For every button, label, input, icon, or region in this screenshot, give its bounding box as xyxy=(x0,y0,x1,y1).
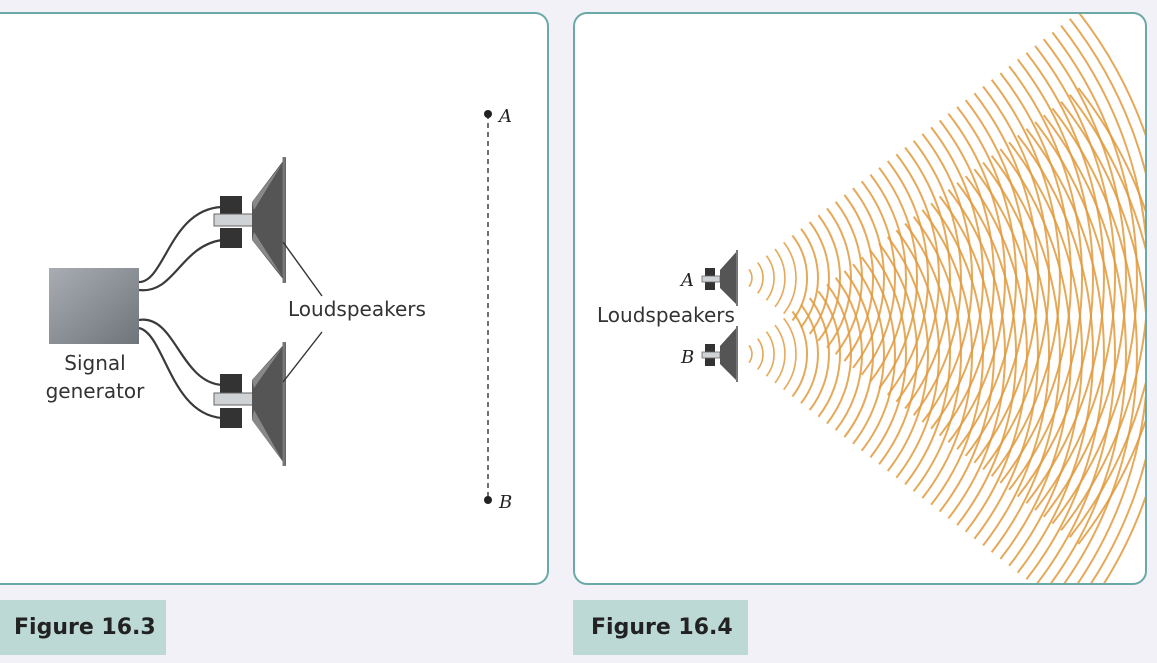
wavefront-arc-b-50 xyxy=(843,270,874,438)
wavefront-arc-b-75 xyxy=(1060,100,1145,583)
loudspeaker-top xyxy=(213,157,286,283)
wavefront-arc-b-72 xyxy=(1034,121,1116,583)
wavefront-arc-b-61 xyxy=(938,195,995,513)
wavefront-arc-b-39 xyxy=(748,344,753,364)
wavefront-arc-b-67 xyxy=(990,155,1061,553)
wavefront-arc-b-57 xyxy=(904,222,952,486)
wavefront-arc-a-7 xyxy=(808,221,830,335)
wavefront-arc-a-26 xyxy=(973,92,1039,464)
wavefront-arc-b-52 xyxy=(860,256,897,452)
wavefront-arc-b-76 xyxy=(1069,94,1145,583)
loudspeaker-leader-lines xyxy=(282,241,323,383)
speaker-a xyxy=(701,250,738,306)
point-a-label: A xyxy=(497,106,512,127)
wavefront-arc-a-34 xyxy=(1042,38,1127,518)
speaker-b xyxy=(701,326,738,382)
wavefront-arc-b-66 xyxy=(982,161,1050,547)
wavefront-arc-a-14 xyxy=(869,173,907,383)
signal-generator-label-line1: Signal xyxy=(64,351,125,375)
wavefront-arc-b-77 xyxy=(1077,87,1145,583)
wavefront-arc-a-5 xyxy=(791,234,809,322)
wavefront-arc-b-41 xyxy=(765,331,775,377)
wavefront-arc-a-19 xyxy=(912,140,962,416)
wavefront-arc-a-12 xyxy=(852,187,885,369)
wavefront-arc-b-63 xyxy=(956,182,1017,526)
wavefront-arc-b-53 xyxy=(869,249,907,459)
wavefront-arc-b-64 xyxy=(964,175,1028,533)
wavefront-arc-a-15 xyxy=(878,167,919,389)
wavefront-arc-b-69 xyxy=(1008,141,1084,567)
wavefront-arc-a-35 xyxy=(1051,31,1138,525)
point-b-dot xyxy=(484,496,492,504)
figure-16-4-caption: Figure 16.4 xyxy=(573,600,748,655)
wavefront-arc-a-33 xyxy=(1034,45,1116,511)
signal-generator-box xyxy=(49,268,139,344)
wavefront-arc-a-0 xyxy=(748,268,753,288)
wavefront-arc-a-3 xyxy=(774,248,786,308)
wavefront-arc-a-31 xyxy=(1016,58,1094,498)
figure-16-4-panel: A B Loudspeakers xyxy=(573,12,1147,585)
wavefront-arc-b-49 xyxy=(834,277,863,431)
wavefront-arc-b-42 xyxy=(774,324,786,384)
wavefront-arc-b-70 xyxy=(1016,134,1094,574)
wavefront-arc-b-68 xyxy=(999,148,1072,560)
wavefront-arc-a-25 xyxy=(964,99,1028,457)
loudspeakers-label: Loudspeakers xyxy=(288,297,426,321)
signal-cables xyxy=(138,205,223,420)
point-b-label: B xyxy=(498,492,512,513)
speaker-a-label: A xyxy=(679,270,694,291)
wavefront-arc-b-73 xyxy=(1042,114,1127,583)
wavefront-arc-b-44 xyxy=(791,310,809,398)
wavefront-arc-a-30 xyxy=(1008,65,1084,491)
wavefront-arc-b-40 xyxy=(757,338,764,370)
wavefront-arc-a-6 xyxy=(800,228,819,328)
figure-16-4-diagram: A B Loudspeakers xyxy=(597,14,1145,583)
wavefront-arc-b-55 xyxy=(886,236,929,472)
loudspeakers-label-2: Loudspeakers xyxy=(597,303,735,327)
interference-waves xyxy=(748,14,1145,583)
wavefront-arc-b-51 xyxy=(852,263,885,445)
wavefront-arc-b-56 xyxy=(895,229,940,479)
figure-16-3-caption: Figure 16.3 xyxy=(0,600,166,655)
wavefront-arc-a-32 xyxy=(1025,52,1105,504)
wavefront-arc-b-62 xyxy=(947,188,1006,520)
wavefront-arc-b-74 xyxy=(1051,107,1138,583)
speaker-b-label: B xyxy=(680,347,694,368)
wavefront-arc-a-13 xyxy=(860,180,897,376)
point-a-dot xyxy=(484,110,492,118)
wavefront-arc-a-11 xyxy=(843,194,874,362)
wavefront-arc-a-28 xyxy=(990,79,1061,477)
wavefront-arc-b-45 xyxy=(800,304,819,404)
wavefront-arc-a-1 xyxy=(757,262,764,294)
wavefront-arc-b-46 xyxy=(808,297,830,411)
wavefront-arc-a-27 xyxy=(982,85,1050,471)
wavefront-arc-b-43 xyxy=(783,317,797,391)
wavefront-arc-b-65 xyxy=(973,168,1039,540)
signal-generator-label-line2: generator xyxy=(46,379,146,403)
wavefront-arc-b-58 xyxy=(912,216,962,492)
wavefront-arc-b-54 xyxy=(878,243,919,465)
wavefront-arc-b-60 xyxy=(930,202,984,506)
figure-16-3-diagram: Loudspeakers Signal generator A B xyxy=(46,106,513,513)
loudspeaker-bottom xyxy=(213,342,286,466)
wavefront-arc-b-48 xyxy=(826,283,852,425)
wavefront-arc-a-37 xyxy=(1069,18,1145,538)
wavefront-arc-a-8 xyxy=(817,214,841,342)
wavefront-arc-b-59 xyxy=(921,209,973,499)
wavefront-arc-a-4 xyxy=(783,241,797,315)
wavefront-arc-a-38 xyxy=(1077,14,1145,545)
wavefront-arc-a-36 xyxy=(1060,24,1145,532)
wavefront-arc-b-47 xyxy=(817,290,841,418)
figure-16-3-panel: Loudspeakers Signal generator A B xyxy=(0,12,549,585)
wavefront-arc-a-2 xyxy=(765,255,775,301)
wavefront-arc-b-71 xyxy=(1025,128,1105,580)
wavefront-arc-a-29 xyxy=(999,72,1072,484)
